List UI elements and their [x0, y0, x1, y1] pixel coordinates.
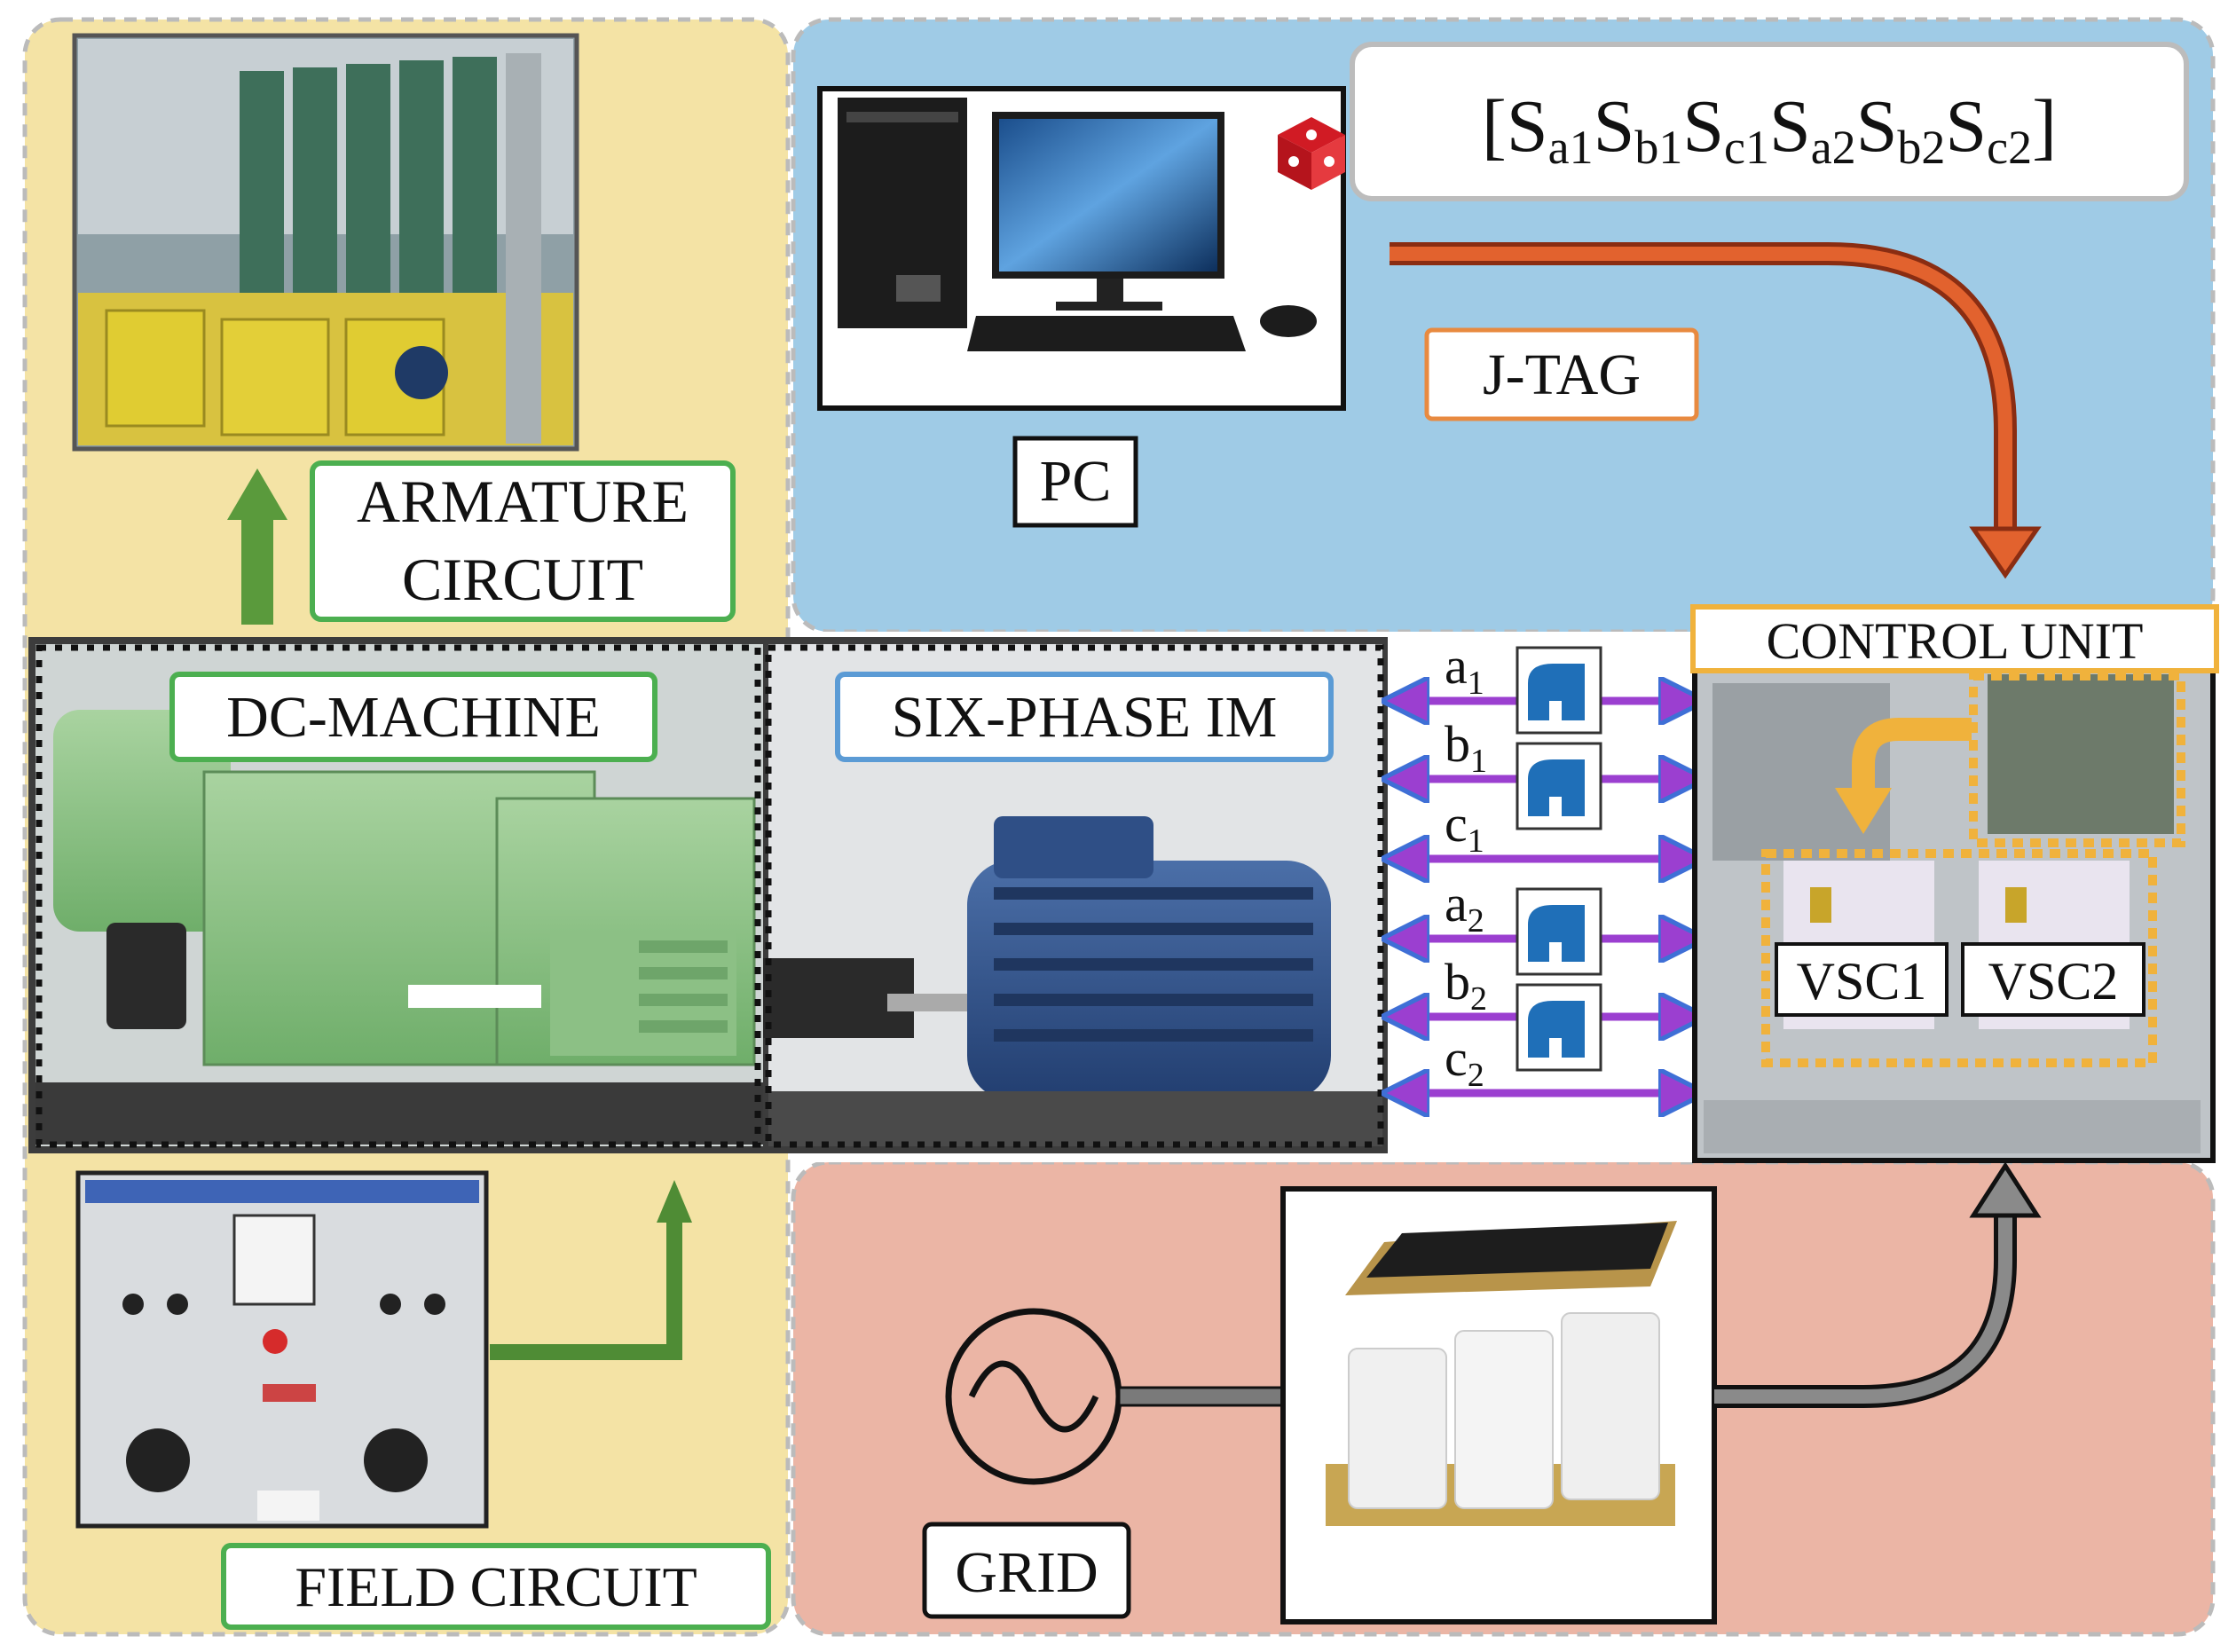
control-unit-photo	[1692, 610, 2216, 1163]
phase-label: b2	[1445, 953, 1487, 1018]
six-phase-im-label: SIX-PHASE IM	[892, 685, 1278, 750]
control-unit-label-box	[1690, 604, 2219, 673]
phase-label: a1	[1445, 637, 1484, 702]
vector-term-base: S	[1945, 85, 1987, 168]
pc-label-box	[1012, 436, 1138, 528]
dc-machine-label: DC-MACHINE	[226, 685, 601, 750]
pc-image	[817, 86, 1346, 411]
jtag-arrow	[1390, 242, 2042, 579]
vector-term-sub: a1	[1548, 121, 1594, 174]
armature-label-line1: ARMATURE	[357, 468, 689, 535]
switching-vector: [Sa1Sb1Sc1Sa2Sb2Sc2]	[1482, 85, 2057, 174]
grid-to-transformer-line	[1117, 1386, 1286, 1407]
current-sensor-icon	[1516, 742, 1602, 830]
vsc2-label-box	[1961, 942, 2145, 1017]
vector-term-sub: c1	[1724, 121, 1769, 174]
phase-label: c1	[1445, 795, 1484, 860]
field-arrow	[490, 1180, 692, 1360]
pc-label: PC	[1040, 449, 1112, 514]
grid-source-icon	[945, 1308, 1122, 1485]
vsc1-label: VSC1	[1797, 952, 1927, 1011]
field-circuit-photo	[75, 1170, 489, 1529]
transformer-photo	[1280, 1186, 1717, 1624]
vector-term-base: S	[1507, 85, 1548, 168]
phase-connections: a1 b1 c1 a2 b2 c2	[1405, 637, 1682, 1094]
six-phase-im-label-box	[835, 672, 1334, 762]
vector-close-bracket: ]	[2032, 85, 2057, 168]
field-circuit-label: FIELD CIRCUIT	[295, 1555, 697, 1618]
armature-arrow	[227, 468, 287, 625]
current-sensor-icon	[1516, 887, 1602, 976]
vector-term-base: S	[1682, 85, 1724, 168]
vector-term-sub: c2	[1987, 121, 2032, 174]
current-sensor-icon	[1516, 646, 1602, 735]
vsc1-label-box	[1775, 942, 1949, 1017]
armature-label-line2: CIRCUIT	[402, 546, 643, 613]
field-circuit-label-box	[221, 1543, 771, 1630]
vsc2-label: VSC2	[1988, 952, 2119, 1011]
vector-term-base: S	[1856, 85, 1898, 168]
phase-label: c2	[1445, 1029, 1484, 1094]
fpga-logo	[1278, 117, 1345, 190]
switching-vector-box	[1350, 42, 2189, 201]
armature-label-box	[310, 460, 736, 622]
current-sensor-icon	[1516, 983, 1602, 1072]
phase-label: b1	[1445, 715, 1487, 780]
armature-photo	[72, 33, 579, 452]
control-unit-label: CONTROL UNIT	[1767, 612, 2144, 670]
vector-term-sub: a2	[1811, 121, 1856, 174]
grid-to-control-arrow	[1714, 1161, 2042, 1408]
vector-open-bracket: [	[1482, 85, 1507, 168]
vector-term-base: S	[1594, 85, 1635, 168]
grid-label: GRID	[955, 1540, 1098, 1605]
vector-term-sub: b2	[1897, 121, 1945, 174]
phase-label: a2	[1445, 875, 1484, 940]
dc-machine-label-box	[169, 672, 657, 762]
grid-label-box	[922, 1522, 1131, 1619]
jtag-label-box	[1424, 327, 1699, 421]
vector-term-sub: b1	[1634, 121, 1682, 174]
jtag-label: J-TAG	[1483, 342, 1641, 407]
vector-term-base: S	[1769, 85, 1811, 168]
